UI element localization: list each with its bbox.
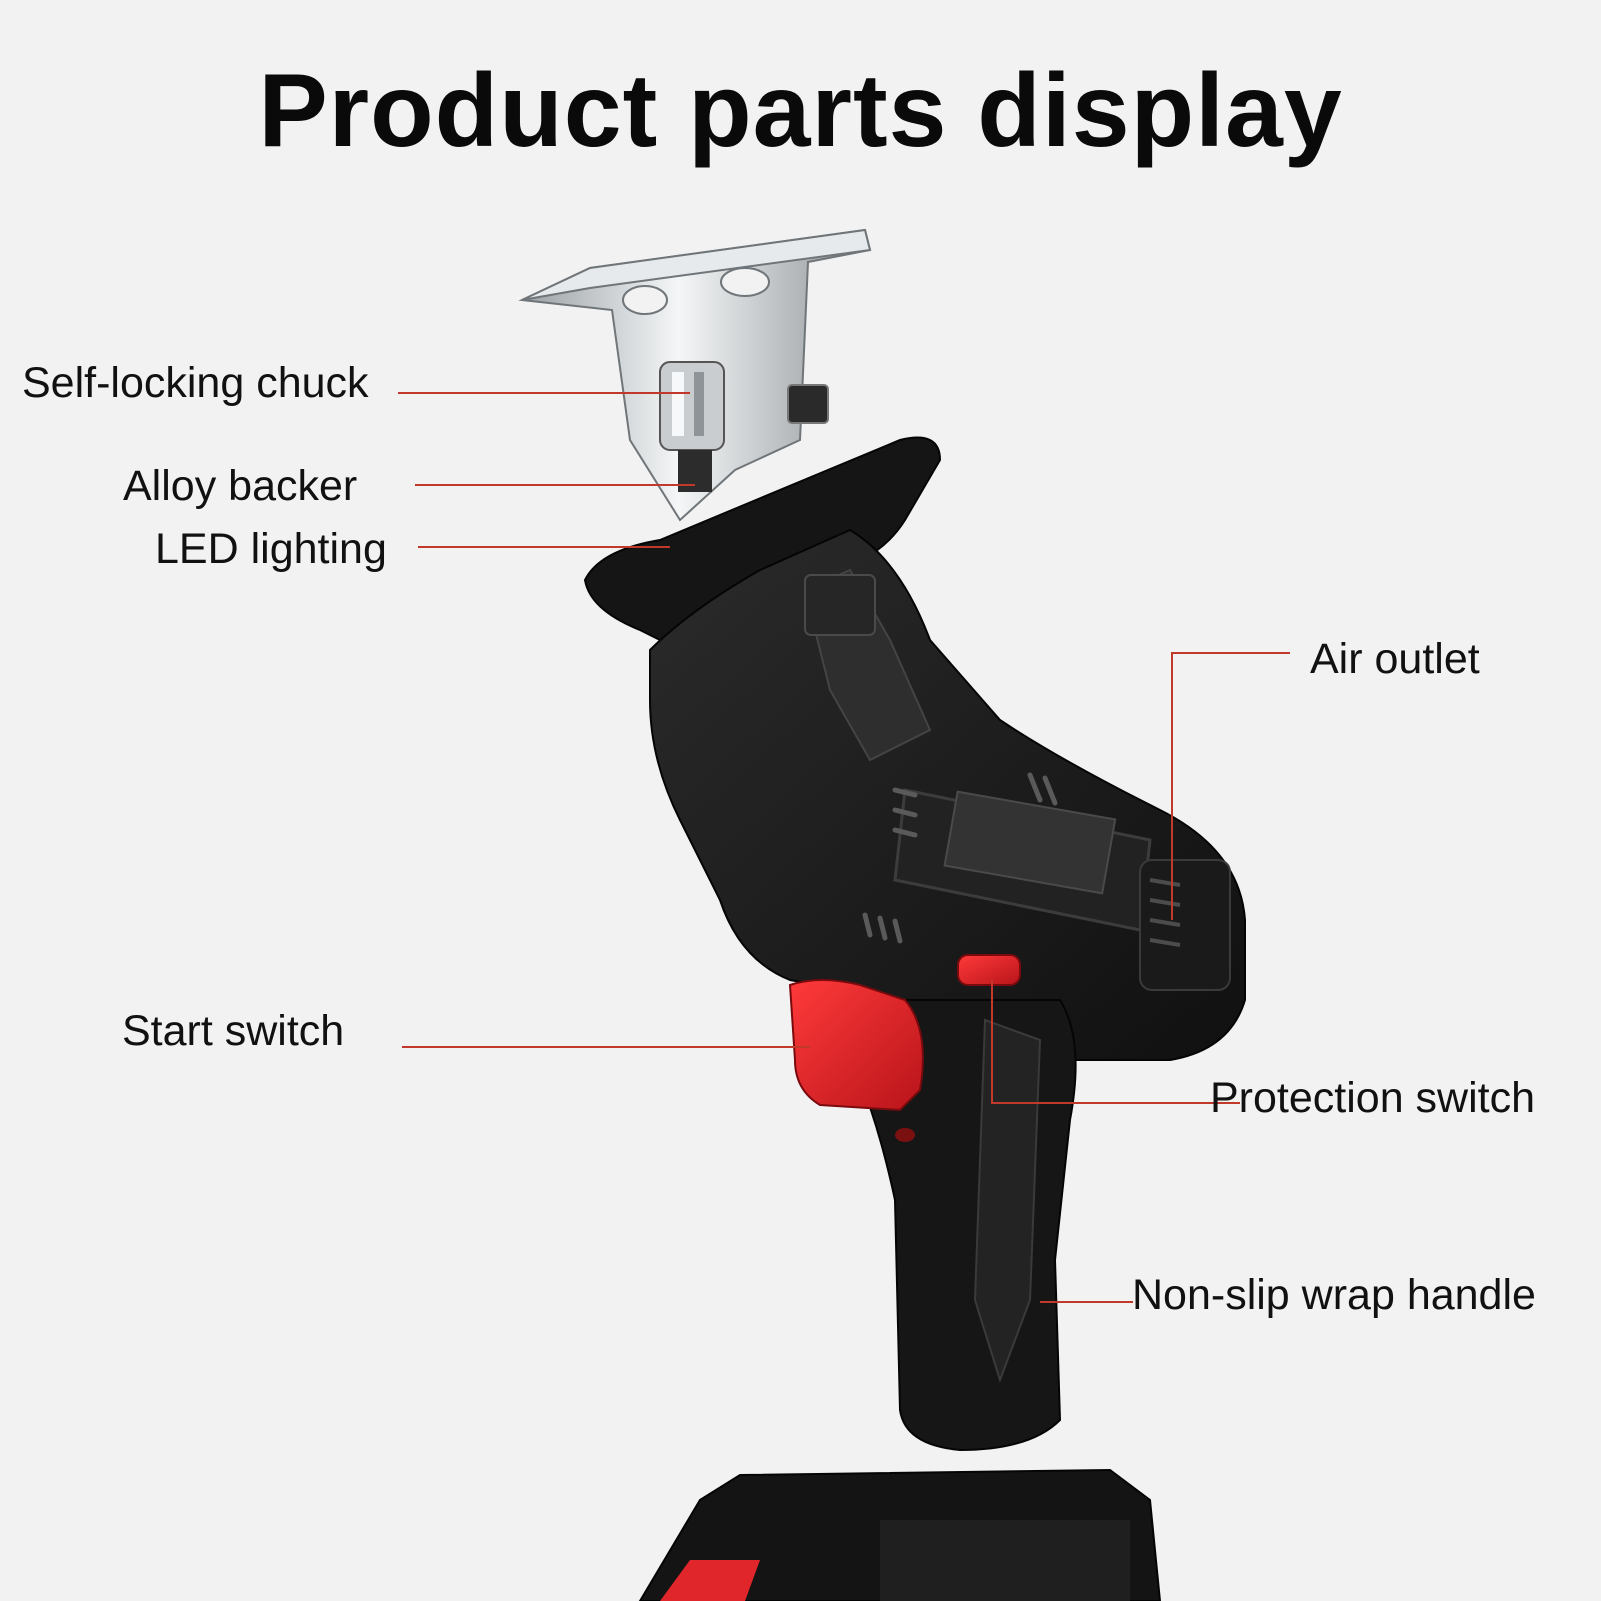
leader-line-protection-switch <box>991 980 1240 1104</box>
label-protection-switch: Protection switch <box>1210 1074 1536 1122</box>
leader-lines <box>398 392 1290 1303</box>
label-non-slip-wrap-handle: Non-slip wrap handle <box>1132 1271 1536 1319</box>
handle <box>859 999 1077 1452</box>
label-air-outlet: Air outlet <box>1310 635 1480 683</box>
label-self-locking-chuck: Self-locking chuck <box>22 359 369 407</box>
label-start-switch: Start switch <box>122 1007 345 1055</box>
battery-pack <box>638 1468 1162 1601</box>
label-alloy-backer: Alloy backer <box>123 462 358 510</box>
label-led-lighting: LED lighting <box>155 525 387 573</box>
page-title: Product parts display <box>258 53 1343 169</box>
protection-switch <box>957 954 1021 986</box>
start-switch <box>788 979 924 1112</box>
tool-body <box>649 528 1246 1061</box>
leader-line-air-outlet <box>1171 652 1290 920</box>
